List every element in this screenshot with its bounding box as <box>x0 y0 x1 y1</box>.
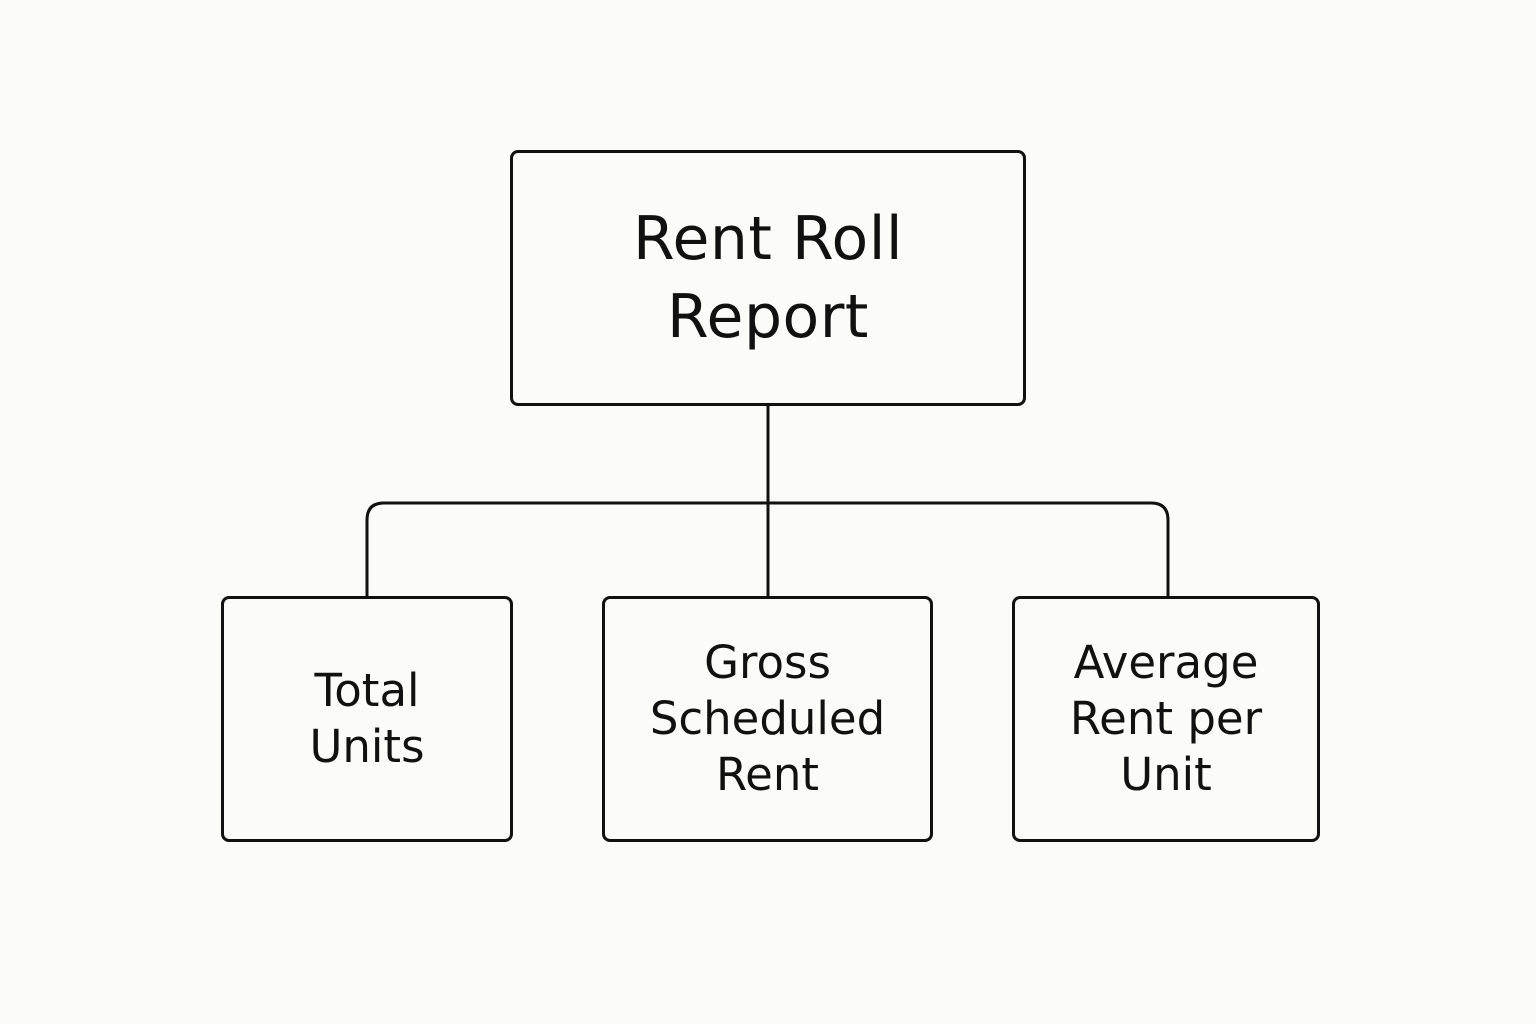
child-node-label-line-2: Scheduled <box>649 692 886 745</box>
child-node-label: Average Rent per Unit <box>1070 635 1262 803</box>
child-node-label-line-1: Total <box>314 664 420 717</box>
child-node-label: Total Units <box>309 663 424 775</box>
child-node-average-rent-per-unit: Average Rent per Unit <box>1012 596 1320 842</box>
child-node-label-line-1: Average <box>1073 636 1259 689</box>
child-node-gross-scheduled-rent: Gross Scheduled Rent <box>602 596 933 842</box>
child-node-label: Gross Scheduled Rent <box>650 635 885 803</box>
root-node-rent-roll-report: Rent Roll Report <box>510 150 1026 406</box>
root-node-label: Rent Roll Report <box>633 200 903 356</box>
child-node-label-line-1: Gross <box>704 636 831 689</box>
child-node-label-line-2: Rent per <box>1069 692 1263 745</box>
child-node-label-line-2: Units <box>309 720 425 773</box>
root-node-label-line-2: Report <box>667 282 869 352</box>
child-node-total-units: Total Units <box>221 596 513 842</box>
child-node-label-line-3: Rent <box>715 748 820 801</box>
root-node-label-line-1: Rent Roll <box>632 204 904 274</box>
child-node-label-line-3: Unit <box>1120 748 1212 801</box>
